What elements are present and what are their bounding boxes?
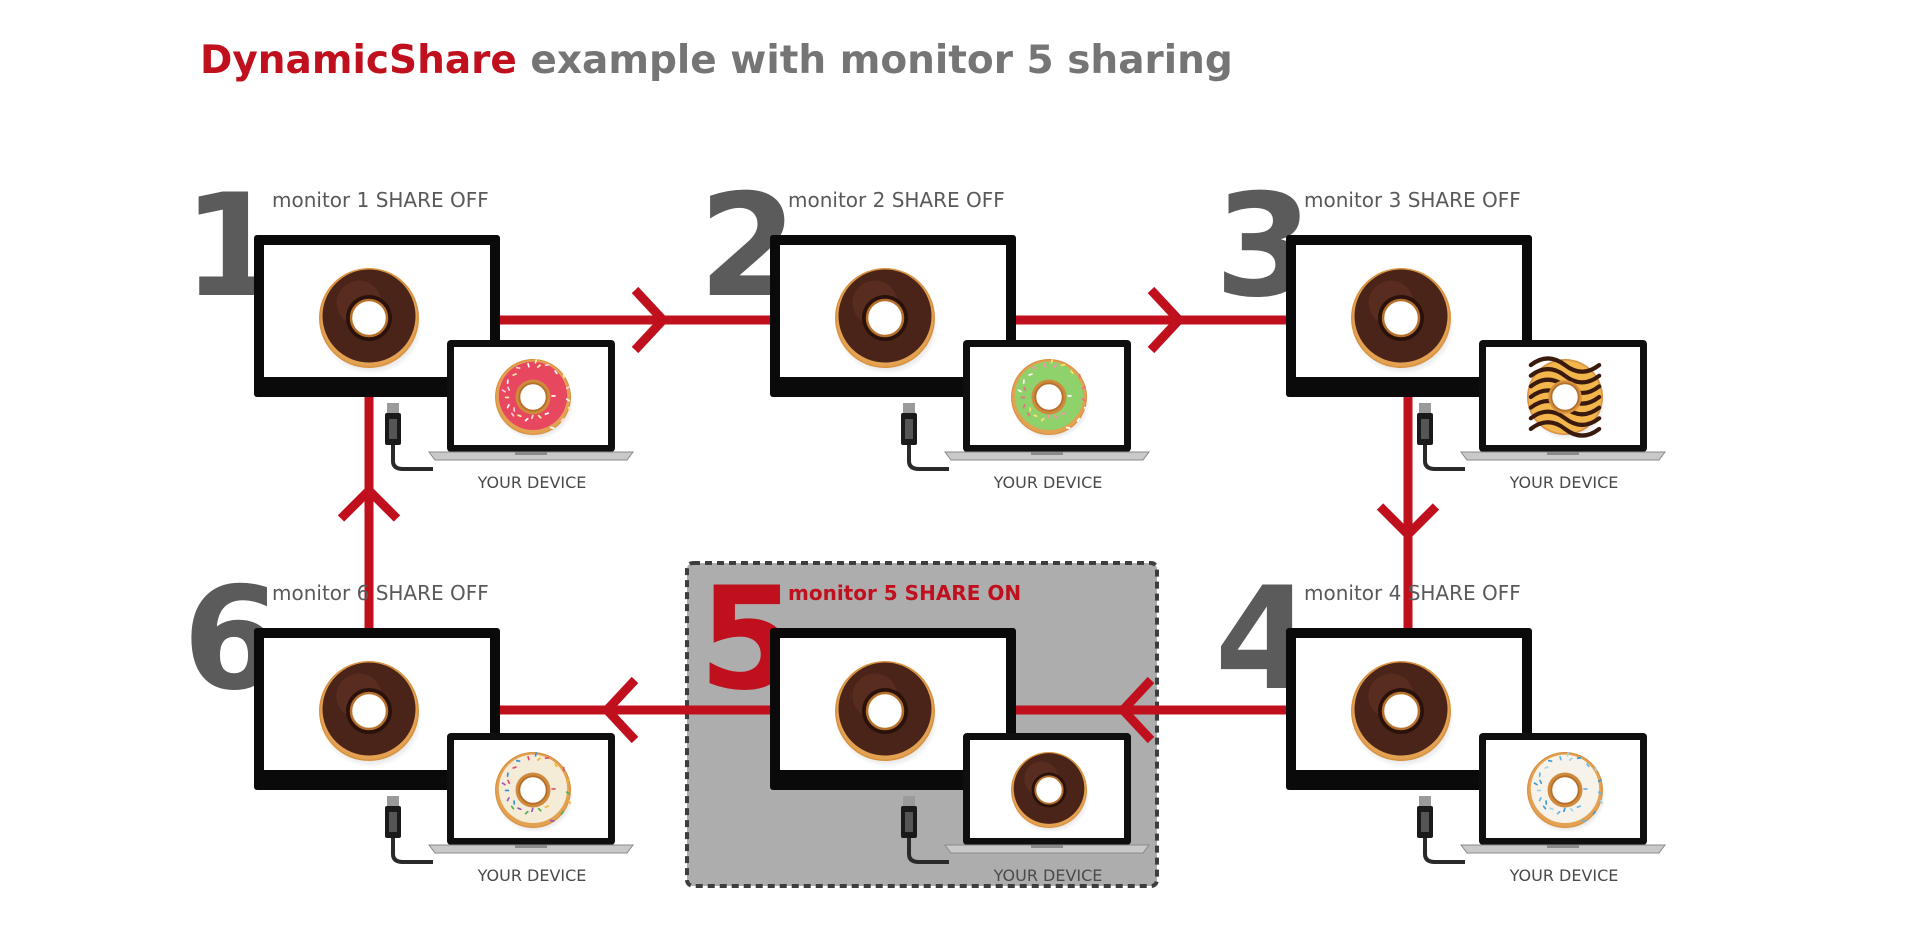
usb-cable-icon <box>1417 796 1465 864</box>
donut-icon <box>1351 268 1454 375</box>
device-label-5: YOUR DEVICE <box>993 866 1103 885</box>
monitor-label-3: monitor 3 SHARE OFF <box>1304 188 1521 212</box>
donut-icon <box>319 268 422 375</box>
flow-arrow-3-4 <box>1376 397 1440 628</box>
device-donut-icon <box>1011 752 1090 833</box>
donut-icon <box>835 268 938 375</box>
device-label-4: YOUR DEVICE <box>1509 866 1619 885</box>
device-donut-icon <box>1011 359 1090 440</box>
device-label-2: YOUR DEVICE <box>993 473 1103 492</box>
monitor-label-1: monitor 1 SHARE OFF <box>272 188 489 212</box>
device-donut-icon <box>1527 356 1606 440</box>
laptop-icon <box>428 733 634 854</box>
monitor-label-5: monitor 5 SHARE ON <box>788 581 1021 605</box>
usb-cable-icon <box>385 796 433 864</box>
device-donut-icon <box>1527 752 1606 833</box>
device-donut-icon <box>495 752 574 833</box>
monitor-icon <box>770 235 1016 397</box>
monitor-label-2: monitor 2 SHARE OFF <box>788 188 1005 212</box>
page-title: DynamicShare example with monitor 5 shar… <box>200 38 1233 83</box>
laptop-icon <box>944 733 1150 854</box>
laptop-icon <box>1460 340 1666 461</box>
flow-arrow-2-3 <box>1016 286 1286 354</box>
device-donut-icon <box>495 359 574 440</box>
device-label-6: YOUR DEVICE <box>477 866 587 885</box>
laptop-icon <box>1460 733 1666 854</box>
usb-cable-icon <box>901 403 949 471</box>
flow-arrow-6-1 <box>337 397 401 628</box>
title-brand: DynamicShare <box>200 38 517 83</box>
flow-arrow-1-2 <box>500 286 770 354</box>
title-rest: example with monitor 5 sharing <box>516 38 1233 83</box>
monitor-label-4: monitor 4 SHARE OFF <box>1304 581 1521 605</box>
monitor-icon <box>254 628 500 790</box>
usb-cable-icon <box>901 796 949 864</box>
monitor-icon <box>1286 235 1532 397</box>
usb-cable-icon <box>385 403 433 471</box>
donut-icon <box>1351 661 1454 768</box>
device-label-1: YOUR DEVICE <box>477 473 587 492</box>
flow-arrow-4-5 <box>1016 676 1286 744</box>
monitor-label-6: monitor 6 SHARE OFF <box>272 581 489 605</box>
monitor-icon <box>770 628 1016 790</box>
flow-arrow-5-6 <box>500 676 770 744</box>
laptop-icon <box>428 340 634 461</box>
donut-icon <box>319 661 422 768</box>
usb-cable-icon <box>1417 403 1465 471</box>
donut-icon <box>835 661 938 768</box>
device-label-3: YOUR DEVICE <box>1509 473 1619 492</box>
laptop-icon <box>944 340 1150 461</box>
flow-arrows <box>337 286 1440 744</box>
monitor-icon <box>254 235 500 397</box>
